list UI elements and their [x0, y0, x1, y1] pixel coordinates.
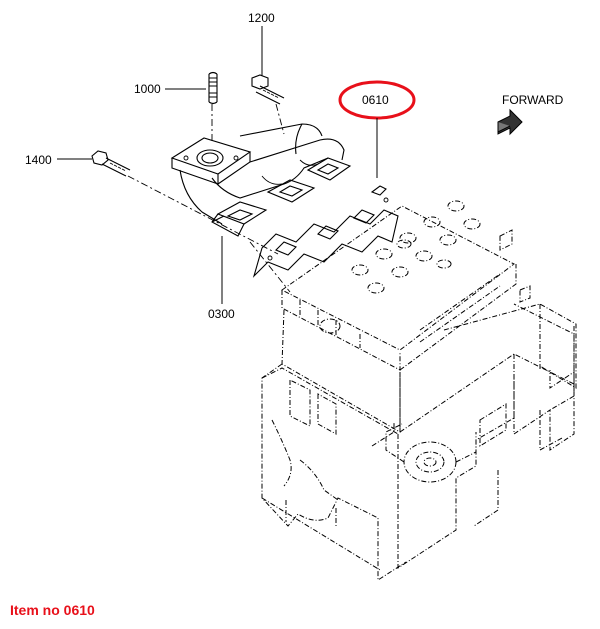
- callout-1200[interactable]: 1200: [248, 11, 275, 76]
- callout-0300[interactable]: 0300: [208, 236, 235, 321]
- stud-1000[interactable]: [208, 71, 218, 105]
- callout-1200-label: 1200: [248, 11, 275, 25]
- bolt-1200[interactable]: [251, 74, 285, 105]
- forward-indicator: FORWARD: [497, 93, 564, 136]
- bolt-1400[interactable]: [91, 150, 131, 177]
- callout-1400[interactable]: 1400: [25, 153, 92, 167]
- manifold-gasket[interactable]: [252, 185, 399, 278]
- filter-mount: [371, 422, 477, 483]
- forward-label: FORWARD: [502, 93, 564, 107]
- engine-block: [261, 200, 577, 581]
- callout-0610[interactable]: 0610: [338, 80, 416, 178]
- head-bolt-bosses: [351, 200, 481, 294]
- item-caption: Item no 0610: [10, 602, 95, 618]
- forward-arrow-icon: [497, 108, 523, 136]
- center-lines: [127, 103, 291, 293]
- callout-0610-label: 0610: [362, 93, 389, 107]
- callout-1000[interactable]: 1000: [134, 82, 206, 96]
- callout-0300-label: 0300: [208, 307, 235, 321]
- exhaust-manifold[interactable]: [170, 123, 352, 237]
- callout-1000-label: 1000: [134, 82, 161, 96]
- callout-1400-label: 1400: [25, 153, 52, 167]
